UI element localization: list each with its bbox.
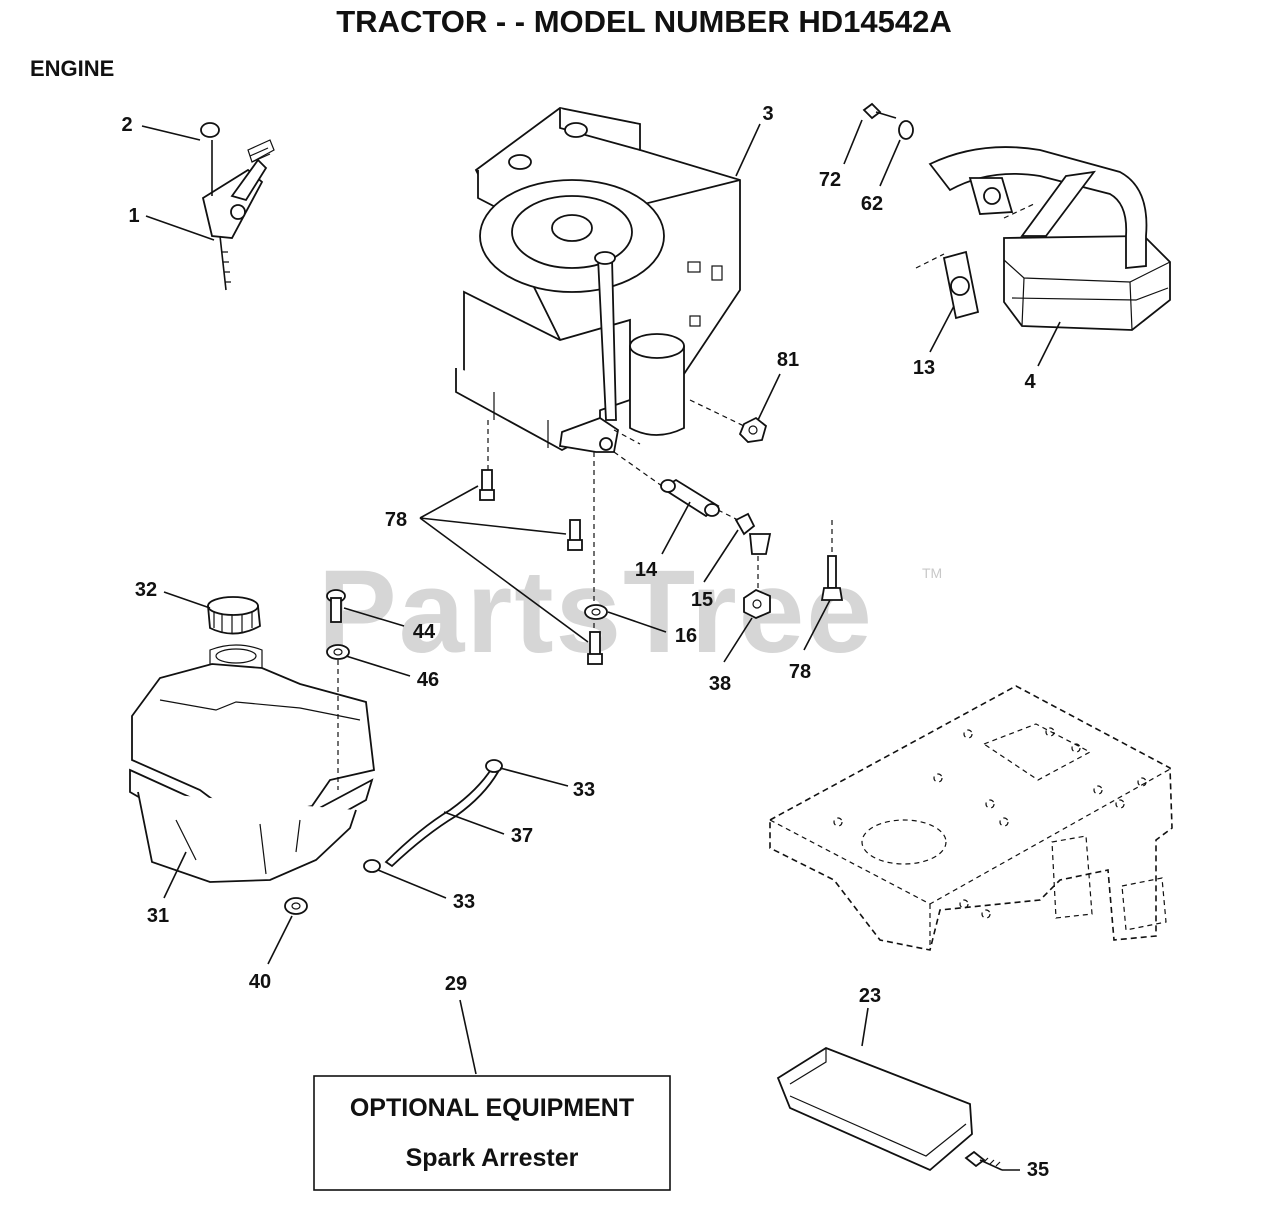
optional-equipment-heading: OPTIONAL EQUIPMENT — [350, 1094, 634, 1122]
watermark-trademark: TM — [922, 565, 942, 581]
hex-nut-part — [743, 556, 771, 619]
callout-46: 46 — [417, 669, 439, 691]
callout-33-upper: 33 — [573, 779, 595, 801]
callout-31: 31 — [147, 905, 169, 927]
engine-nut-part — [738, 416, 768, 443]
chassis-frame-part — [769, 685, 1173, 951]
callout-23: 23 — [859, 985, 881, 1007]
callout-3: 3 — [762, 103, 773, 125]
callout-2: 2 — [121, 114, 132, 136]
callout-leaders — [141, 119, 1061, 1171]
callout-72: 72 — [819, 169, 841, 191]
spacer-part — [613, 451, 772, 555]
callout-15: 15 — [691, 589, 713, 611]
callout-1: 1 — [128, 205, 139, 227]
heat-shield-part — [776, 1046, 1003, 1172]
callout-78-bolt: 78 — [789, 661, 811, 683]
page-title: TRACTOR - - MODEL NUMBER HD14542A — [336, 4, 951, 39]
callout-35: 35 — [1027, 1159, 1049, 1181]
throttle-control-part — [200, 122, 275, 291]
engine-bolts-part — [479, 420, 844, 665]
fuel-cap-part — [207, 596, 261, 635]
optional-equipment-box: OPTIONAL EQUIPMENT Spark Arrester — [313, 1075, 671, 1191]
fuel-tank-part — [129, 644, 375, 883]
optional-equipment-item: Spark Arrester — [406, 1144, 579, 1172]
callout-44: 44 — [413, 621, 436, 643]
tank-screw-part — [326, 589, 350, 790]
callout-14: 14 — [635, 559, 658, 581]
washer-part — [584, 604, 608, 620]
callout-78-engine: 78 — [385, 509, 407, 531]
section-label: ENGINE — [30, 56, 114, 81]
callout-62: 62 — [861, 193, 883, 215]
fuel-hose-part — [363, 759, 503, 873]
engine-part — [455, 107, 745, 453]
callout-29: 29 — [445, 973, 467, 995]
callout-33-lower: 33 — [453, 891, 475, 913]
callout-13: 13 — [913, 357, 935, 379]
callout-32: 32 — [135, 579, 157, 601]
callout-4: 4 — [1024, 371, 1036, 393]
callout-40: 40 — [249, 971, 271, 993]
callout-81: 81 — [777, 349, 799, 371]
tank-washer-part — [284, 897, 308, 915]
callout-37: 37 — [511, 825, 533, 847]
callout-38: 38 — [709, 673, 731, 695]
muffler-part — [862, 102, 1171, 331]
callout-16: 16 — [675, 625, 697, 647]
